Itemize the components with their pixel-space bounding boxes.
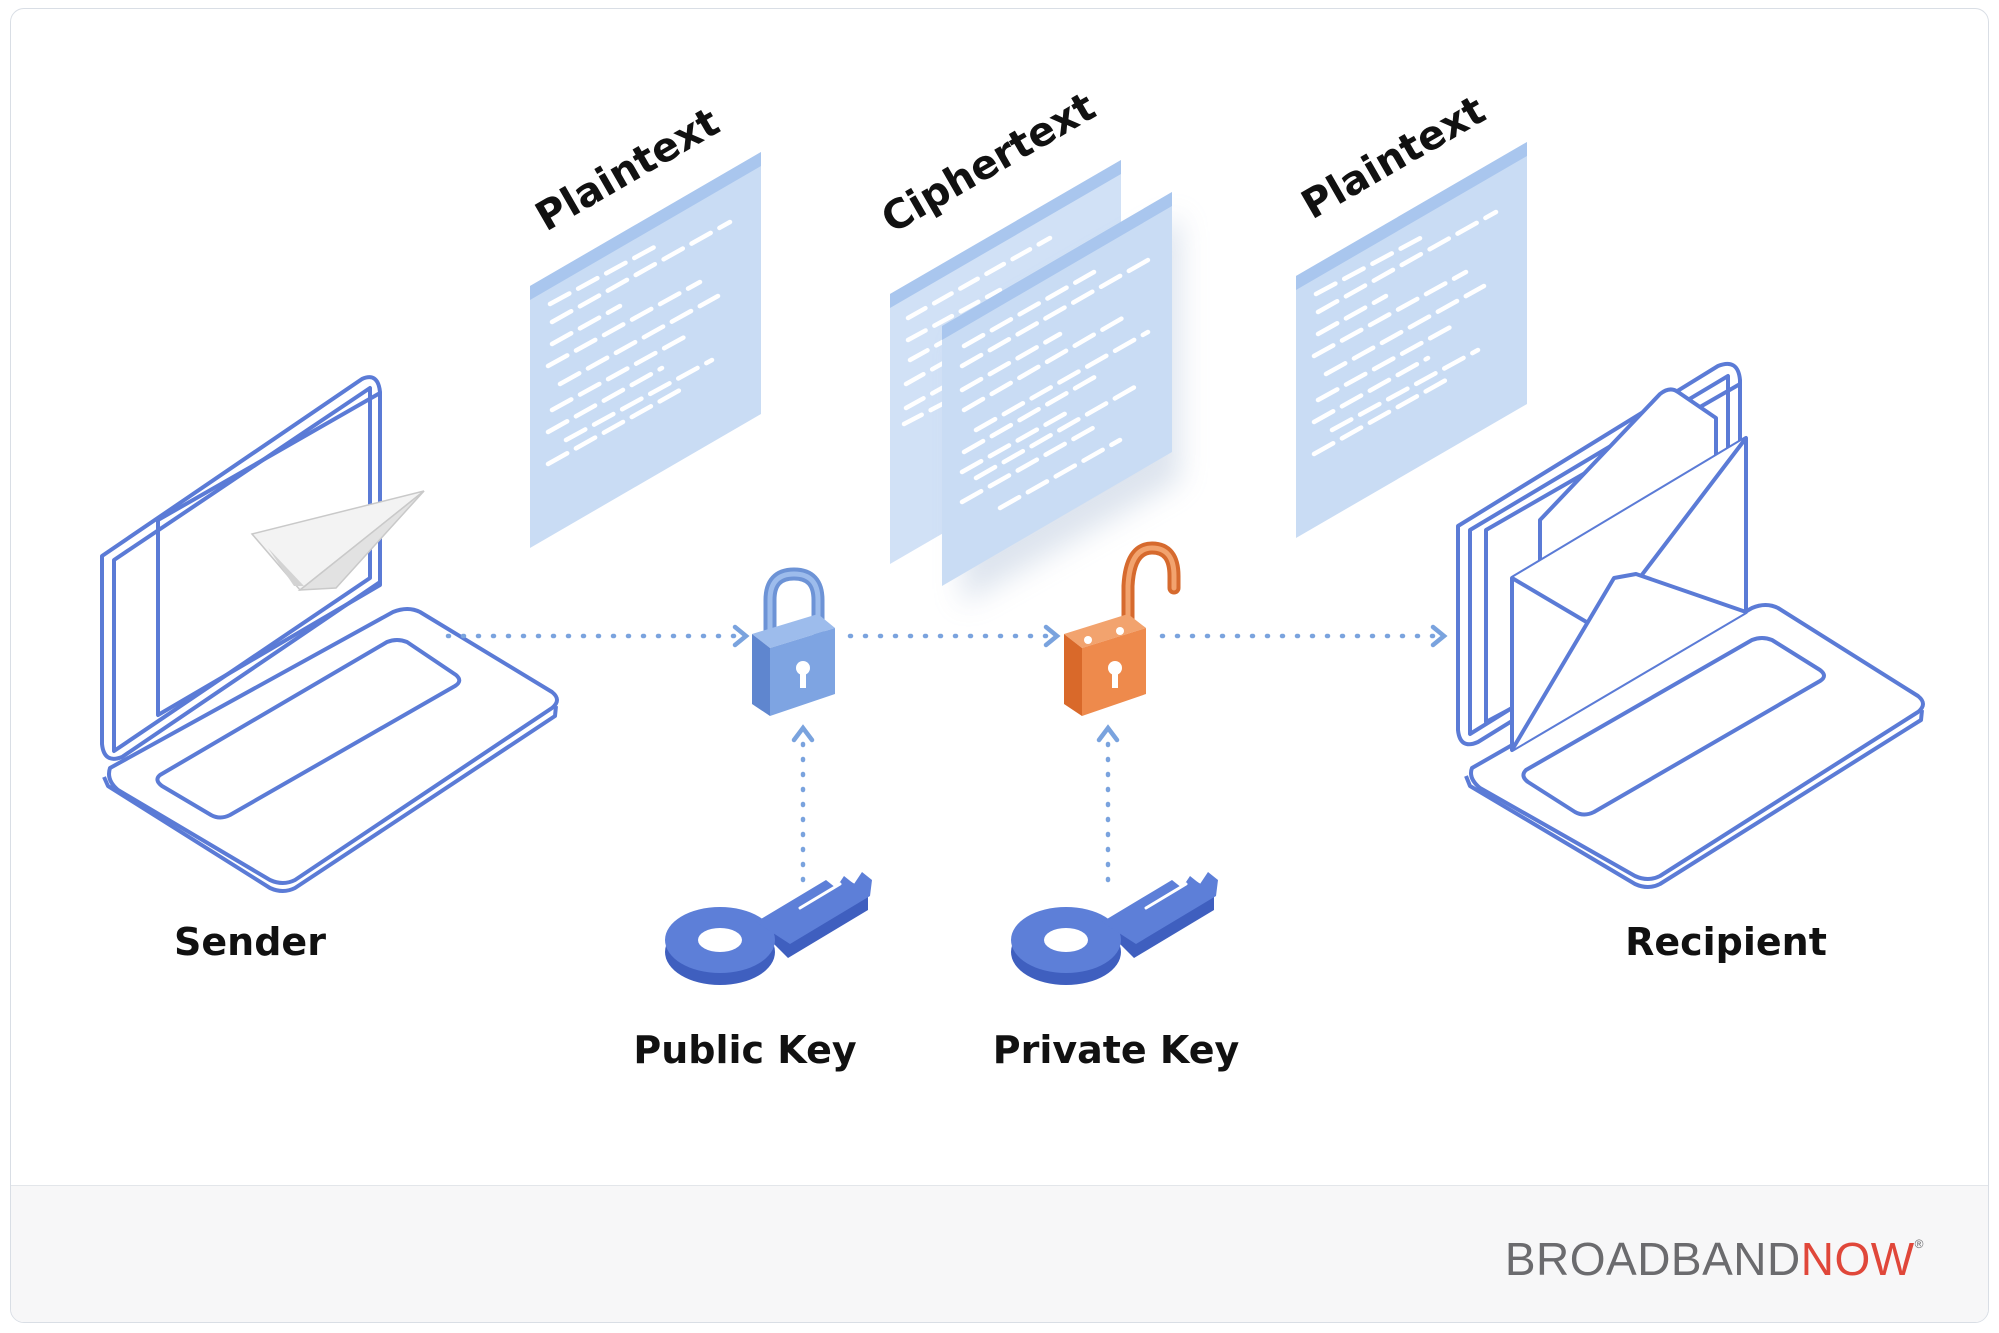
recipient-label: Recipient <box>1625 920 1827 964</box>
private-key-label: Private Key <box>993 1028 1240 1072</box>
key-icon <box>1011 872 1218 985</box>
key-icon <box>665 872 872 985</box>
laptop-icon <box>102 377 557 891</box>
public-key-label: Public Key <box>633 1028 856 1072</box>
padlock-unlocked-icon <box>1064 548 1174 716</box>
padlock-locked-icon <box>752 574 835 716</box>
sender-label: Sender <box>174 920 326 964</box>
flow-arrows <box>448 627 1444 880</box>
